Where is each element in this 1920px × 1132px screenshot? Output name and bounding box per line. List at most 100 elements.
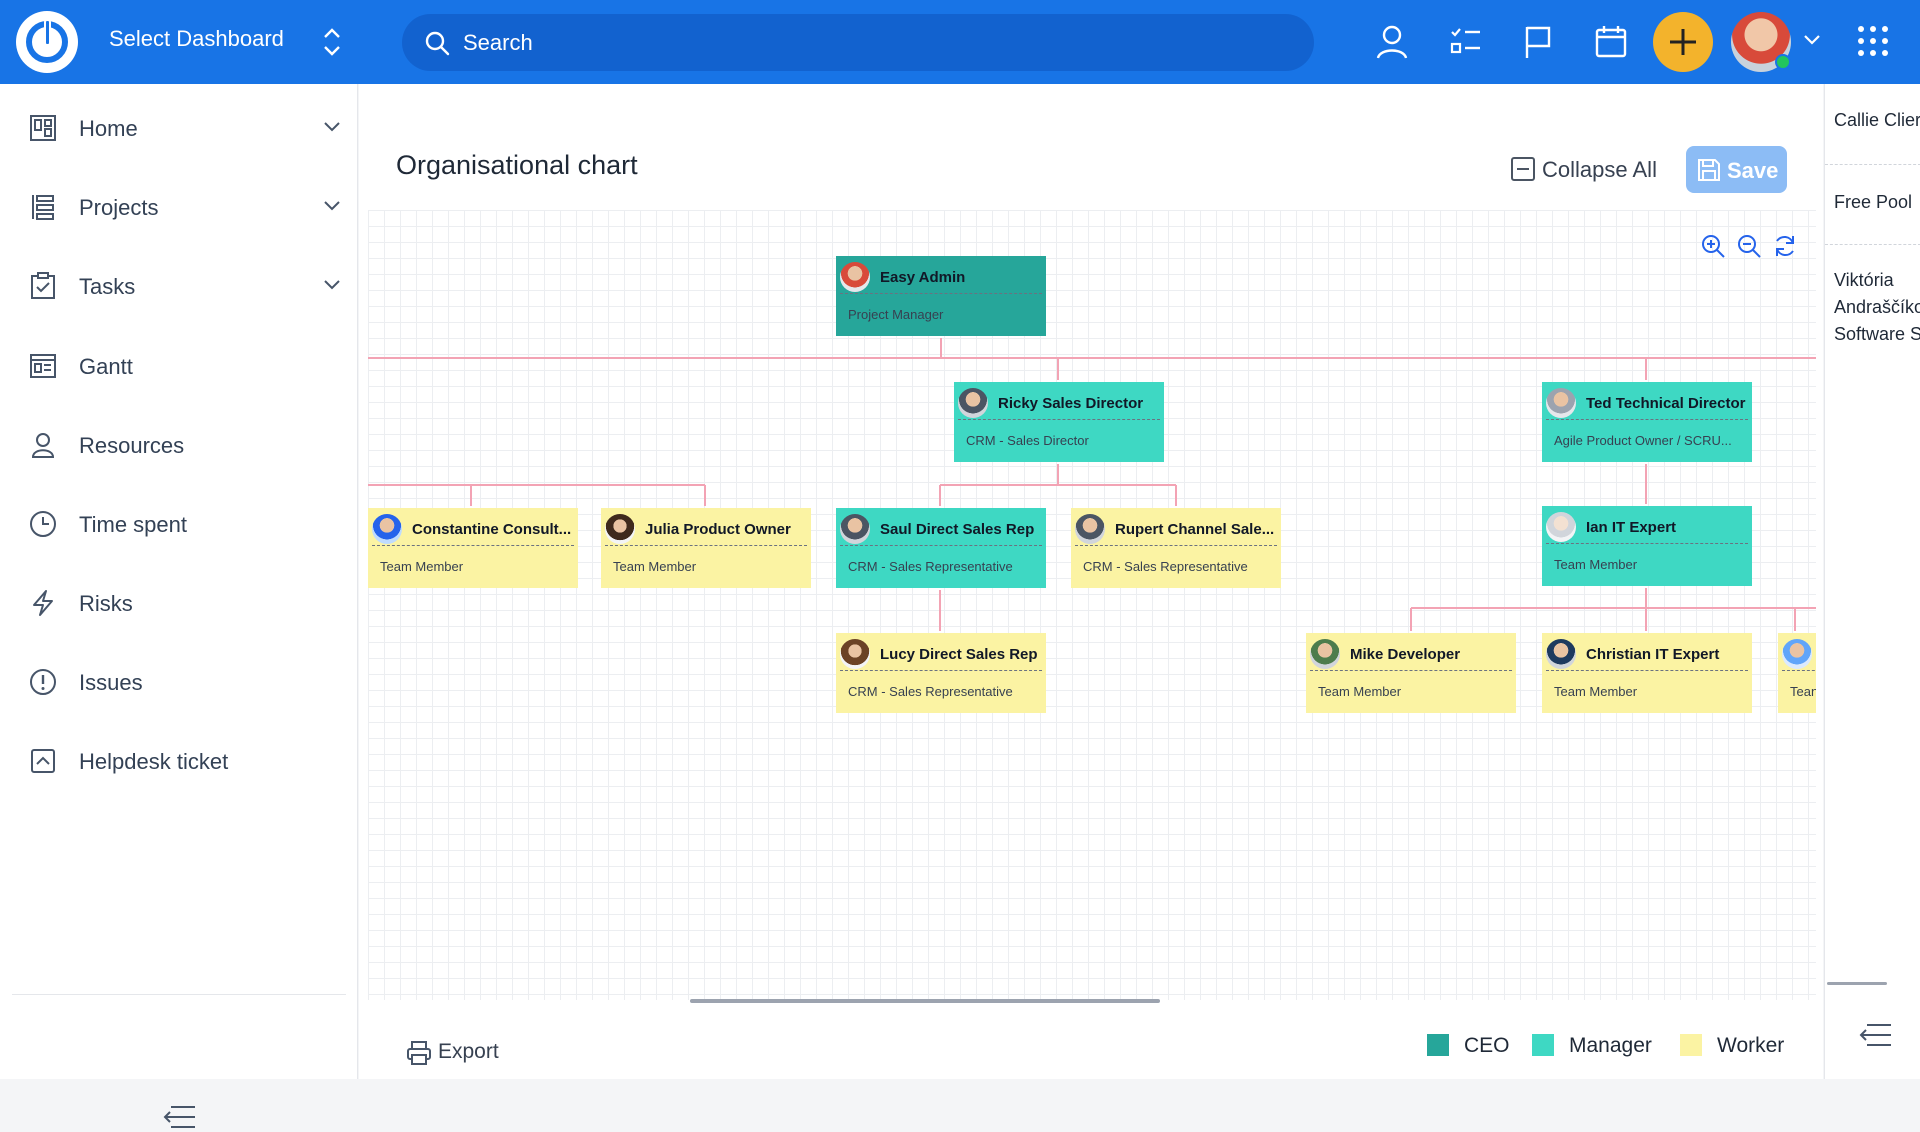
refresh-icon[interactable]: [1772, 233, 1798, 259]
zoom-out-icon[interactable]: [1736, 233, 1762, 259]
org-node-name: Ricky Sales Director: [998, 395, 1144, 412]
sidebar-item-gantt[interactable]: Gantt: [0, 336, 358, 396]
helpdesk-icon: [31, 749, 55, 773]
org-node-ricky[interactable]: Ricky Sales Director CRM - Sales Directo…: [954, 382, 1164, 462]
org-node-role: CRM - Sales Representative: [1083, 559, 1248, 574]
sidebar-item-tasks[interactable]: Tasks: [0, 256, 358, 316]
sidebar-item-time-spent[interactable]: Time spent: [0, 494, 358, 554]
org-node-name: Saul Direct Sales Rep: [880, 521, 1035, 538]
collapse-sidebar-icon[interactable]: [163, 1102, 197, 1132]
org-node-name: Ian IT Expert: [1586, 519, 1677, 536]
sidebar-item-helpdesk-ticket[interactable]: Helpdesk ticket: [0, 731, 358, 791]
org-connectors: [368, 338, 1816, 631]
chevron-updown-icon[interactable]: [320, 24, 344, 60]
add-button[interactable]: [1653, 12, 1713, 72]
clock-icon: [30, 511, 56, 537]
dashboard-select[interactable]: Select Dashboard: [109, 26, 284, 51]
org-node-header: Mike Developer: [1310, 639, 1512, 671]
sidebar-item-risks[interactable]: Risks: [0, 573, 358, 633]
alert-icon: [30, 669, 56, 695]
right-panel-item[interactable]: Andraščíko: [1834, 297, 1920, 317]
sidebar-item-label: Projects: [79, 195, 159, 220]
avatar: [958, 388, 988, 418]
legend-label: Manager: [1569, 1034, 1652, 1057]
avatar: [372, 514, 402, 544]
org-node-role: Team Member: [1318, 684, 1402, 699]
chevron-down-icon[interactable]: [322, 120, 342, 134]
avatar: [1782, 639, 1812, 669]
sidebar-item-label: Issues: [79, 670, 143, 695]
org-node-christian[interactable]: Christian IT Expert Team Member: [1542, 633, 1752, 713]
search-input[interactable]: Search: [402, 14, 1314, 71]
right-panel-item[interactable]: Viktória: [1834, 270, 1894, 290]
export-label: Export: [438, 1040, 499, 1063]
user-icon[interactable]: [1372, 22, 1412, 62]
flag-icon[interactable]: [1518, 22, 1558, 62]
sidebar-item-label: Resources: [79, 433, 185, 458]
org-node-role: CRM - Sales Director: [966, 433, 1089, 448]
floppy-disk-icon: [1698, 159, 1720, 181]
org-node-name: Mike Developer: [1350, 646, 1461, 663]
sidebar-item-projects[interactable]: Projects: [0, 177, 358, 237]
projects-icon: [32, 195, 54, 220]
app-logo-icon[interactable]: [16, 11, 78, 73]
sidebar-divider: [12, 994, 346, 995]
right-panel-divider: [1825, 244, 1920, 245]
org-node-partial[interactable]: Tean: [1778, 633, 1816, 713]
right-panel-item[interactable]: Callie Clier: [1834, 110, 1920, 130]
org-node-role: CRM - Sales Representative: [848, 684, 1013, 699]
horizontal-scrollbar[interactable]: [690, 999, 1160, 1003]
collapse-right-panel-icon[interactable]: [1859, 1020, 1893, 1050]
org-node-mike[interactable]: Mike Developer Team Member: [1306, 633, 1516, 713]
right-panel-item[interactable]: Free Pool: [1834, 192, 1913, 212]
chevron-down-icon[interactable]: [322, 199, 342, 213]
task-list-icon[interactable]: [1446, 22, 1486, 62]
apps-grid-icon[interactable]: [1856, 24, 1890, 58]
avatar: [1310, 639, 1340, 669]
org-node-name: Christian IT Expert: [1586, 646, 1720, 663]
sidebar-item-label: Time spent: [79, 512, 188, 537]
avatar: [840, 514, 870, 544]
org-node-header: Lucy Direct Sales Rep: [840, 639, 1042, 671]
org-node-name: Constantine Consult...: [412, 521, 572, 538]
org-node-julia[interactable]: Julia Product Owner Team Member: [601, 508, 811, 588]
org-node-rupert[interactable]: Rupert Channel Sale... CRM - Sales Repre…: [1071, 508, 1281, 588]
right-panel-item[interactable]: Software S: [1834, 324, 1920, 344]
avatar: [1546, 388, 1576, 418]
sidebar-item-home[interactable]: Home: [0, 98, 358, 158]
sidebar-item-issues[interactable]: Issues: [0, 652, 358, 712]
legend-label: CEO: [1464, 1034, 1510, 1057]
collapse-icon: [1511, 157, 1535, 181]
home-icon: [30, 115, 56, 141]
org-node-role: Team Member: [380, 559, 464, 574]
org-node-easy-admin[interactable]: Easy Admin Project Manager: [836, 256, 1046, 336]
legend-swatch: [1532, 1034, 1554, 1056]
right-panel-scrollbar[interactable]: [1827, 982, 1887, 985]
printer-icon: [407, 1041, 431, 1065]
org-node-header: Rupert Channel Sale...: [1075, 514, 1277, 546]
org-chart-canvas[interactable]: Easy Admin Project Manager Ricky Sales D…: [368, 210, 1816, 1000]
save-button[interactable]: Save: [1686, 146, 1787, 193]
calendar-icon[interactable]: [1591, 22, 1631, 62]
avatar: [840, 639, 870, 669]
org-node-name: Ted Technical Director: [1586, 395, 1746, 412]
chevron-down-icon[interactable]: [1801, 28, 1823, 50]
search-icon: [425, 31, 450, 56]
legend-swatch: [1427, 1034, 1449, 1056]
org-node-constantine[interactable]: Constantine Consult... Team Member: [368, 508, 578, 588]
page-title: Organisational chart: [396, 150, 638, 180]
org-node-lucy[interactable]: Lucy Direct Sales Rep CRM - Sales Repres…: [836, 633, 1046, 713]
avatar: [1546, 639, 1576, 669]
org-node-header: Julia Product Owner: [605, 514, 807, 546]
org-node-ted[interactable]: Ted Technical Director Agile Product Own…: [1542, 382, 1752, 462]
org-node-saul[interactable]: Saul Direct Sales Rep CRM - Sales Repres…: [836, 508, 1046, 588]
sidebar-item-resources[interactable]: Resources: [0, 415, 358, 475]
legend-swatch: [1680, 1034, 1702, 1056]
org-node-header: Saul Direct Sales Rep: [840, 514, 1042, 546]
chevron-down-icon[interactable]: [322, 278, 342, 292]
org-node-role: Tean: [1790, 684, 1816, 699]
collapse-all-label: Collapse All: [1542, 157, 1657, 182]
sidebar-item-label: Helpdesk ticket: [79, 749, 229, 774]
zoom-in-icon[interactable]: [1700, 233, 1726, 259]
org-node-ian[interactable]: Ian IT Expert Team Member: [1542, 506, 1752, 586]
